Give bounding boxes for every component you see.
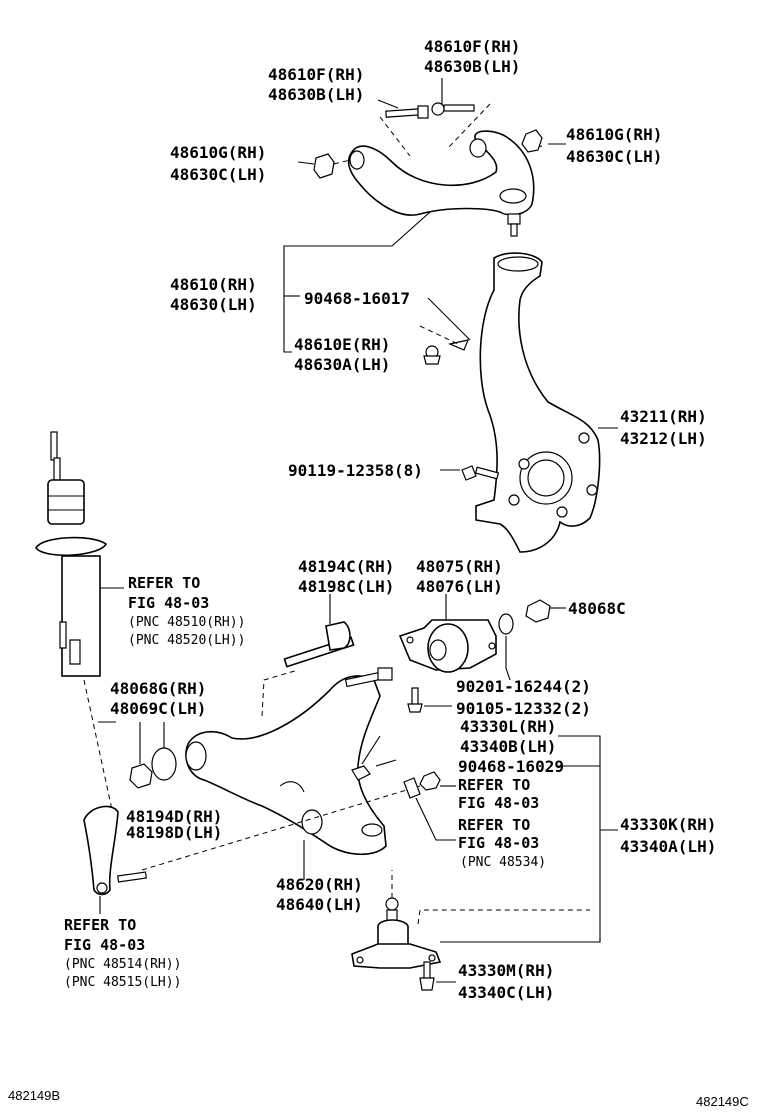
label-knuckle-rh: 43211(RH): [620, 407, 707, 426]
label-bolt-top-right-lh: 48630B(LH): [424, 57, 520, 76]
ref-bracket-line3: (PNC 48534): [460, 855, 546, 870]
ref-stab-line3: (PNC 48514(RH)): [64, 957, 181, 972]
label-bushing-lh: 48076(LH): [416, 577, 503, 596]
label-bolt-top-left-rh: 48610F(RH): [268, 65, 364, 84]
ref-shock-line2: FIG 48-03: [128, 594, 209, 612]
label-nut-48068c: 48068C: [568, 599, 626, 618]
stab-nut: [129, 747, 177, 789]
ref-stab-line4: (PNC 48515(LH)): [64, 975, 181, 990]
label-knuckle-bolt: 90119-12358(8): [288, 461, 423, 480]
bracket: [403, 777, 421, 799]
label-bolt-top-left-lh: 48630B(LH): [268, 85, 364, 104]
footer-code-left: 482149B: [8, 1088, 60, 1103]
label-ball-joint-sub-lh: 43340B(LH): [460, 737, 556, 756]
clip-lower: [351, 759, 397, 781]
ref-stab-line1: REFER TO: [64, 916, 136, 934]
upper-control-arm: [347, 130, 535, 237]
label-nut-left-rh: 48610G(RH): [170, 143, 266, 162]
shock-absorber: [35, 431, 108, 677]
ball-joint: [351, 897, 442, 969]
label-lower-bolt-d-rh: 48194D(RH): [126, 807, 222, 826]
label-upper-arm-sub-lh: 48630A(LH): [294, 355, 390, 374]
label-nut-right-rh: 48610G(RH): [566, 125, 662, 144]
bushing: [398, 619, 497, 673]
label-lower-arm-lh: 48640(LH): [276, 895, 363, 914]
stabilizer-link: [83, 805, 147, 896]
footer-code-right: 482149C: [696, 1094, 749, 1109]
label-ball-joint-lh: 43340A(LH): [620, 837, 716, 856]
lower-control-arm: [185, 675, 387, 856]
clip-upper: [419, 325, 469, 365]
ref-stab-line2: FIG 48-03: [64, 936, 145, 954]
lower-arm-stud: [344, 667, 393, 688]
label-ball-joint-sub-rh: 43330L(RH): [460, 717, 556, 736]
label-ball-joint-bolt-lh: 43340C(LH): [458, 983, 554, 1002]
label-nut-right-lh: 48630C(LH): [566, 147, 662, 166]
labels: 48610F(RH) 48630B(LH) 48610F(RH) 48630B(…: [8, 37, 749, 1109]
label-knuckle-lh: 43212(LH): [620, 429, 707, 448]
nut-48068c: [525, 599, 551, 623]
label-lower-bolt-rh: 48194C(RH): [298, 557, 394, 576]
label-ball-joint-bolt-rh: 43330M(RH): [458, 961, 554, 980]
label-bushing-rh: 48075(RH): [416, 557, 503, 576]
upper-bolt-left: [385, 105, 429, 119]
label-nut-left-lh: 48630C(LH): [170, 165, 266, 184]
label-upper-arm-lh: 48630(LH): [170, 295, 257, 314]
bolt-90105: [407, 687, 423, 713]
label-clip-lower: 90468-16029: [458, 757, 564, 776]
label-lower-arm-rh: 48620(RH): [276, 875, 363, 894]
small-nut: [419, 771, 441, 791]
nut-upper-right: [521, 129, 543, 153]
label-lower-bolt-d-lh: 48198D(LH): [126, 823, 222, 842]
knuckle-bolt: [461, 465, 500, 481]
ref-shock-line4: (PNC 48520(LH)): [128, 633, 245, 648]
label-washer: 90201-16244(2): [456, 677, 591, 696]
ref-bracket-line2: FIG 48-03: [458, 834, 539, 852]
ref-nut-line1: REFER TO: [458, 776, 530, 794]
label-stab-nut-lh: 48069C(LH): [110, 699, 206, 718]
label-lower-bolt-lh: 48198C(LH): [298, 577, 394, 596]
steering-knuckle: [475, 252, 601, 553]
label-stab-nut-rh: 48068G(RH): [110, 679, 206, 698]
ref-shock-line3: (PNC 48510(RH)): [128, 615, 245, 630]
label-bolt-90105: 90105-12332(2): [456, 699, 591, 718]
upper-bolt-right: [431, 102, 475, 116]
label-upper-arm-sub-rh: 48610E(RH): [294, 335, 390, 354]
label-clip-upper: 90468-16017: [304, 289, 410, 308]
label-upper-arm-rh: 48610(RH): [170, 275, 257, 294]
ball-joint-bolt: [419, 961, 435, 991]
label-ball-joint-rh: 43330K(RH): [620, 815, 716, 834]
ref-shock-line1: REFER TO: [128, 574, 200, 592]
ref-bracket-line1: REFER TO: [458, 816, 530, 834]
washer: [498, 613, 514, 635]
label-bolt-top-right-rh: 48610F(RH): [424, 37, 520, 56]
ref-nut-line2: FIG 48-03: [458, 794, 539, 812]
nut-upper-left: [313, 153, 335, 179]
lower-bolt-c: [283, 621, 355, 668]
